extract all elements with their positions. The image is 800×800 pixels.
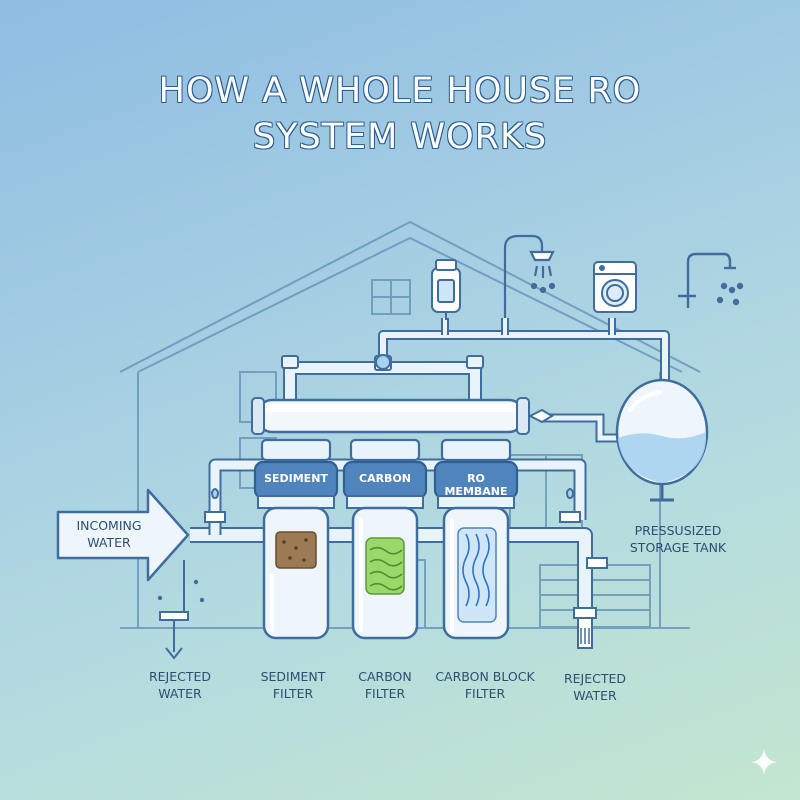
tank-label-line-2: STORAGE TANK: [629, 540, 727, 555]
incoming-line-2: WATER: [87, 535, 131, 550]
rejected-left-line-2: WATER: [158, 686, 202, 701]
rejected-water-right-label: REJECTED WATER: [540, 670, 650, 704]
storage-tank: [615, 378, 709, 502]
sparkle-icon: [751, 749, 777, 775]
sediment-filter-label: SEDIMENT FILTER: [238, 668, 348, 702]
valves: [204, 488, 608, 569]
carbon-filter-line-2: FILTER: [364, 686, 406, 701]
title-line-2: SYSTEM WORKS: [252, 117, 548, 157]
outlet-pipes: [378, 318, 670, 443]
drain-left: [157, 560, 205, 660]
sediment-filter-line-1: SEDIMENT: [260, 669, 326, 684]
carbon-filter-housing: [342, 438, 428, 640]
tank-label-line-1: PRESSUSIZED: [634, 523, 722, 538]
sediment-filter-housing: [253, 438, 339, 640]
carbon-block-line-1: CARBON BLOCK: [435, 669, 535, 684]
rejected-water-left-label: REJECTED WATER: [125, 668, 235, 702]
carbon-band-label: CARBON: [359, 472, 411, 485]
ro-membrane-band-label: RO MEMBANE: [444, 472, 508, 498]
manifold: [281, 354, 484, 400]
washing-machine-icon: [593, 261, 637, 313]
carbon-block-filter-label: CARBON BLOCK FILTER: [420, 668, 550, 702]
incoming-water-label: INCOMING WATER: [64, 517, 154, 551]
water-heater-icon: [431, 259, 461, 320]
faucet-icon: [678, 252, 744, 308]
rejected-right-line-2: WATER: [573, 688, 617, 703]
shower-icon: [503, 234, 556, 318]
sediment-band-label: SEDIMENT: [264, 472, 328, 485]
tank-label: PRESSUSIZED STORAGE TANK: [612, 522, 744, 556]
title-line-1: HOW A WHOLE HOUSE RO: [158, 71, 642, 111]
membrane-housing: [251, 397, 554, 435]
carbon-block-line-2: FILTER: [464, 686, 506, 701]
carbon-filter-line-1: CARBON: [358, 669, 412, 684]
page-title: HOW A WHOLE HOUSE RO SYSTEM WORKS: [0, 68, 800, 160]
rejected-right-line-1: REJECTED: [563, 671, 627, 686]
incoming-arrow: [56, 488, 190, 582]
sediment-filter-line-2: FILTER: [272, 686, 314, 701]
drain-right: [573, 607, 597, 649]
rejected-left-line-1: REJECTED: [148, 669, 212, 684]
ro-membrane-housing: [433, 438, 519, 640]
incoming-line-1: INCOMING: [76, 518, 142, 533]
carbon-filter-label: CARBON FILTER: [330, 668, 440, 702]
